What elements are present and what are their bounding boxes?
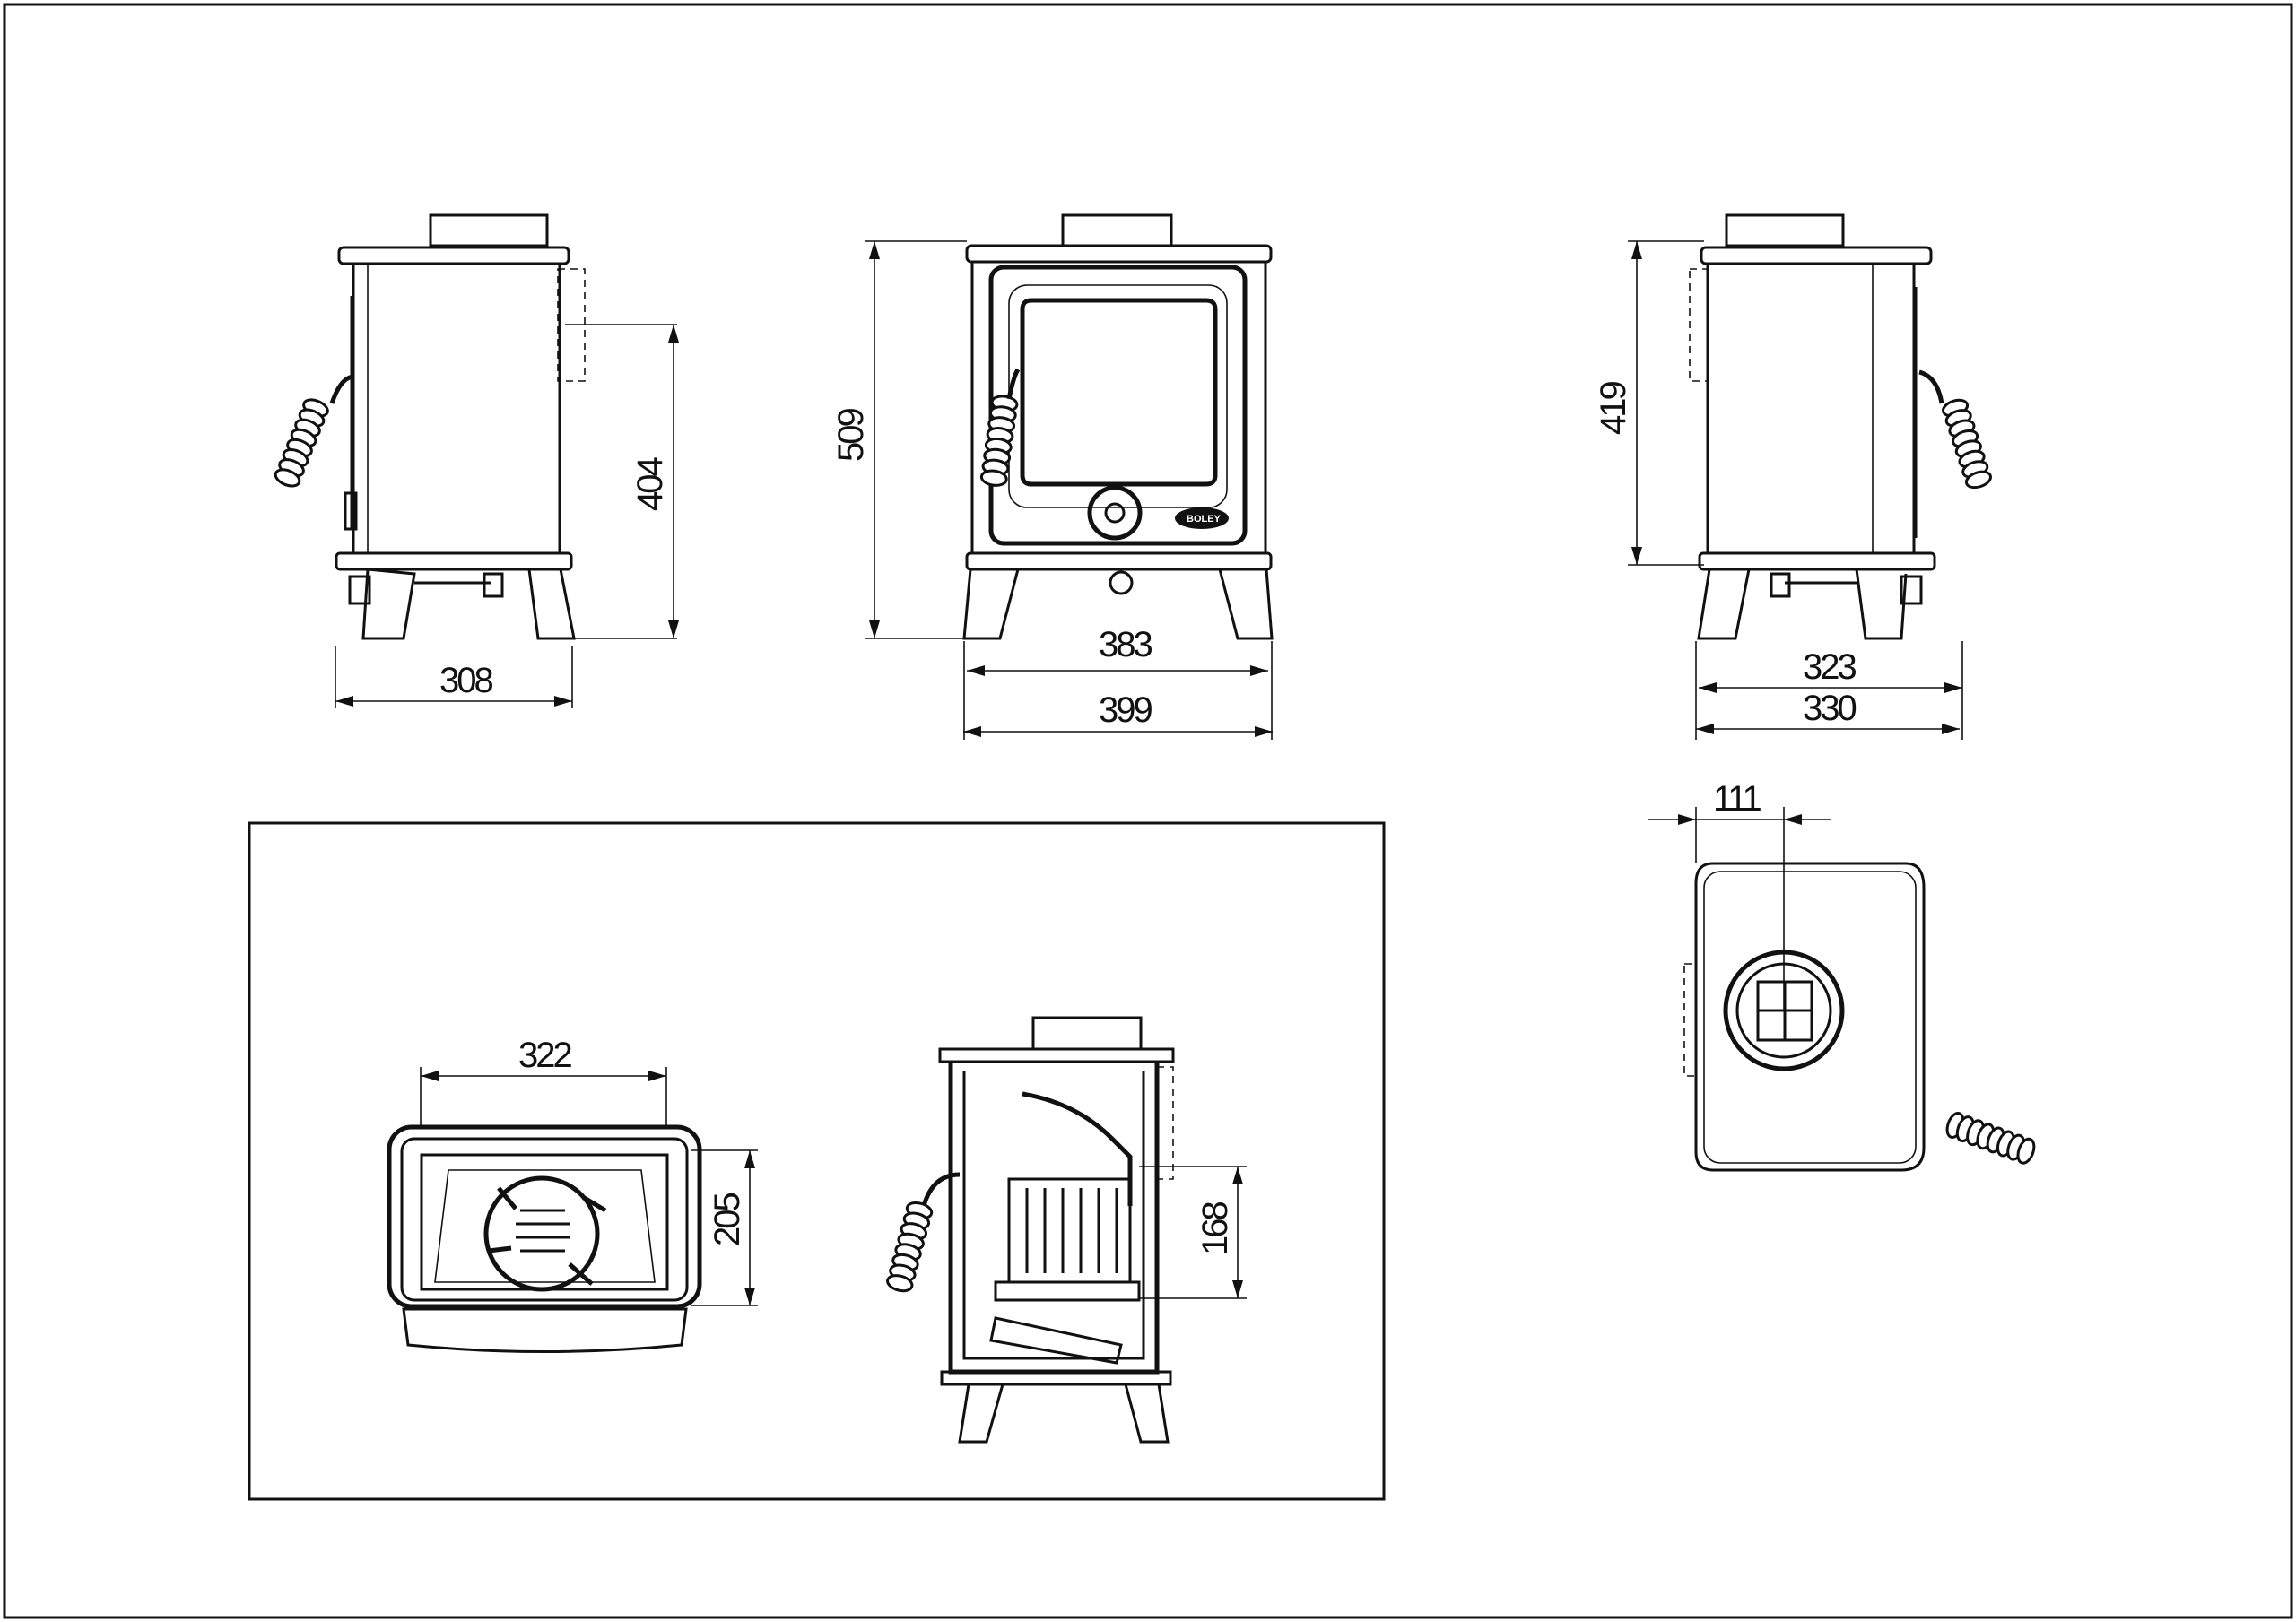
left-side-view: 404 308 — [272, 213, 679, 708]
right-leg-span-label: 323 — [1803, 647, 1856, 687]
flue-offset-label: 111 — [1713, 779, 1761, 819]
front-height-label: 509 — [831, 409, 871, 462]
section-height-label: 168 — [1196, 1202, 1235, 1255]
left-width-label: 308 — [439, 661, 492, 700]
front-view: BOLEY 509 383 399 — [831, 213, 1274, 740]
front-width-label: 399 — [1099, 690, 1152, 730]
detail-frame — [248, 821, 1386, 1501]
front-leg-span-label: 383 — [1099, 625, 1152, 664]
firebox-plan-view: 322 205 — [387, 1036, 758, 1353]
top-view: 111 — [1648, 779, 2039, 1172]
firebox-depth-label: 205 — [708, 1193, 747, 1246]
section-view: 168 — [884, 1016, 1247, 1444]
right-height-label: 419 — [1594, 382, 1633, 435]
right-side-view: 419 323 330 — [1594, 213, 1995, 740]
brand-badge: BOLEY — [1187, 514, 1222, 525]
right-depth-label: 330 — [1803, 689, 1856, 728]
firebox-width-label: 322 — [518, 1036, 571, 1075]
sheet-border — [3, 3, 2293, 1619]
left-height-label: 404 — [631, 457, 670, 511]
